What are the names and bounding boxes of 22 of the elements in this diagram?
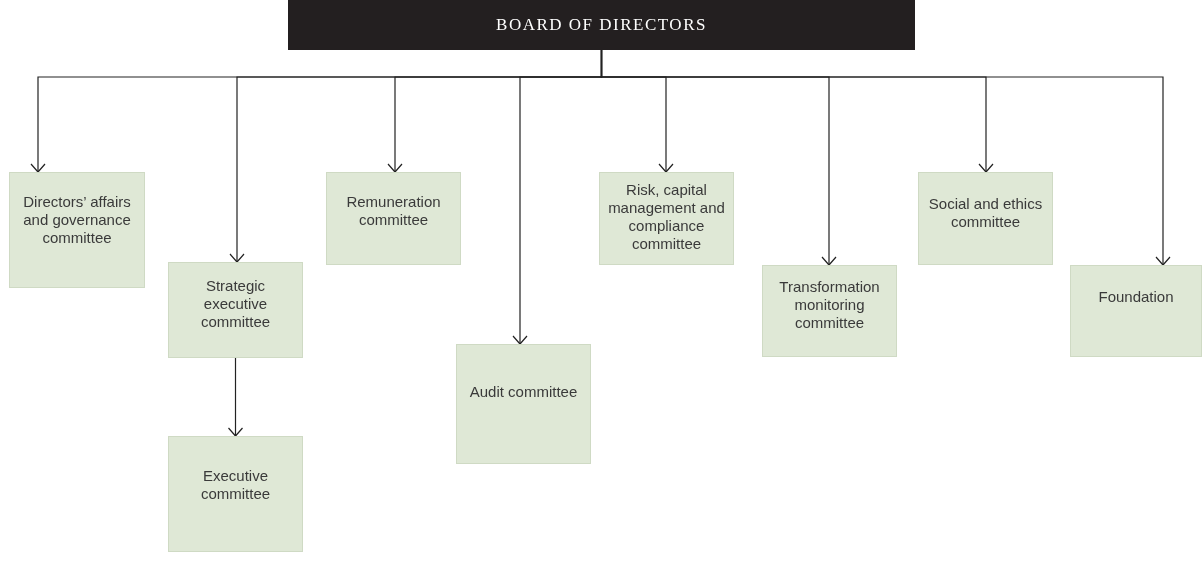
- committee-name: Remuneration committee: [345, 193, 442, 229]
- committee-box: [168, 262, 303, 358]
- committee-name: Foundation: [1098, 288, 1174, 306]
- committee-name: Audit committee: [469, 383, 578, 401]
- committee-box: [168, 436, 303, 552]
- arrow: [227, 357, 244, 437]
- arrow: [600, 49, 1171, 266]
- committee-box: [1070, 265, 1202, 357]
- committee-name: Directors’ affairs and governance committee: [22, 193, 132, 247]
- committee-box: [9, 172, 145, 288]
- committee-name: Risk, capital management and compliance committee: [608, 181, 725, 253]
- committee-box: [918, 172, 1053, 265]
- committee-name: Strategic executive committee: [199, 277, 272, 331]
- committee-box: [326, 172, 461, 265]
- committee-name: Social and ethics committee: [927, 195, 1044, 231]
- committee-box: [456, 344, 591, 464]
- committee-name: Executive committee: [199, 467, 272, 503]
- committee-box: [599, 172, 734, 265]
- committee-box: [762, 265, 897, 357]
- committee-name: Transformation monitoring committee: [778, 278, 881, 332]
- header-title: BOARD OF DIRECTORS: [496, 16, 707, 34]
- board-header: [288, 0, 915, 50]
